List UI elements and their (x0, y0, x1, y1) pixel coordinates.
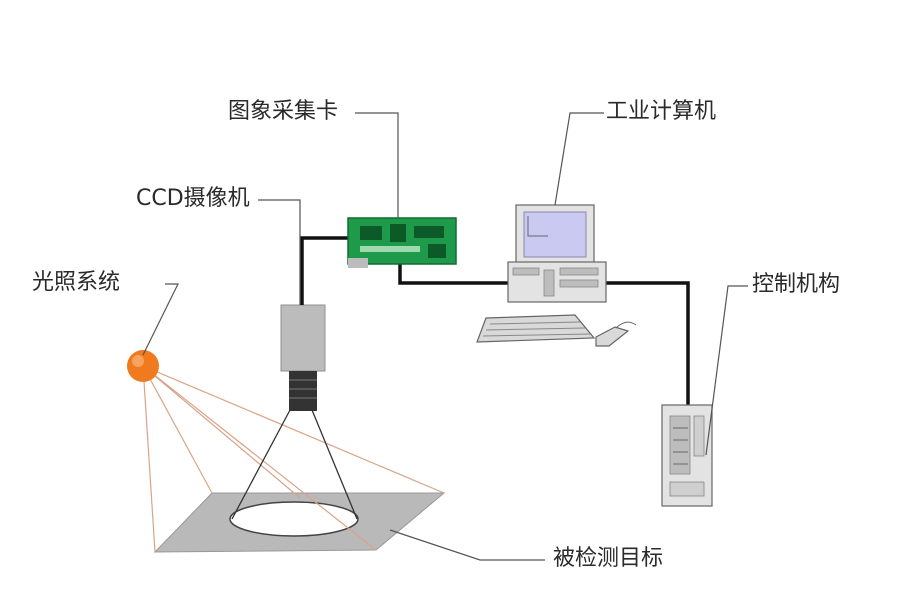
computer-monitor-icon (515, 204, 595, 270)
leader-lines (142, 112, 748, 561)
camera-field-of-view-ellipse (229, 501, 359, 537)
camera-view-cone (231, 409, 358, 520)
light-rays (142, 365, 445, 553)
label-image-capture-card: 图象采集卡 (228, 99, 339, 124)
label-ccd-camera: CCD摄像机 (136, 186, 250, 211)
computer-base-unit-icon (507, 261, 607, 303)
keyboard-icon (476, 314, 596, 343)
ccd-camera-icon (280, 304, 326, 411)
image-capture-card-icon (347, 217, 457, 268)
label-lighting-system: 光照系统 (32, 270, 121, 295)
light-source-highlight (132, 355, 144, 367)
label-control-mechanism: 控制机构 (752, 272, 841, 297)
label-industrial-computer: 工业计算机 (606, 99, 717, 124)
mouse-icon (595, 321, 637, 347)
control-mechanism-icon (661, 404, 713, 507)
label-inspected-target: 被检测目标 (553, 546, 664, 571)
cables (300, 236, 690, 410)
